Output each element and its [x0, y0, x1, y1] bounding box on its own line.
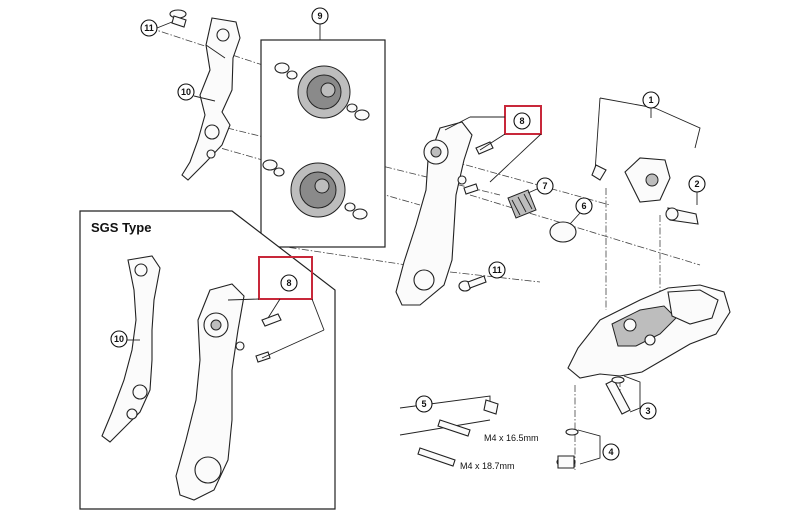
outer-plate-main: [395, 121, 473, 306]
derailleur-body: [567, 284, 731, 379]
bolt-11-top: [169, 9, 187, 28]
callout-1: 1: [642, 91, 660, 118]
svg-text:4: 4: [608, 447, 613, 457]
svg-text:2: 2: [694, 179, 699, 189]
callout-10-sgs: 10: [110, 330, 140, 348]
svg-text:1: 1: [648, 95, 653, 105]
bolt-11-mid: [458, 275, 487, 292]
sgs-type-title: SGS Type: [91, 220, 151, 235]
dimension-bolt-short: M4 x 16.5mm: [484, 433, 539, 443]
callout-11-top: 11: [140, 19, 173, 37]
callout-5: 5: [415, 395, 433, 413]
small-bolts-main: [463, 141, 494, 195]
svg-text:6: 6: [581, 201, 586, 211]
svg-text:7: 7: [542, 181, 547, 191]
small-bolts-sgs: [255, 313, 282, 363]
bolts-5: [399, 395, 499, 467]
svg-text:9: 9: [317, 11, 322, 21]
bracket-axle-group: [591, 97, 701, 225]
svg-text:10: 10: [114, 334, 124, 344]
svg-text:3: 3: [645, 406, 650, 416]
inner-plate-main: [181, 17, 241, 181]
callout-11-mid: 11: [488, 261, 506, 279]
ring-6: [549, 221, 577, 243]
outer-plate-sgs: [175, 283, 245, 501]
lower-pulley: [290, 162, 346, 218]
pulley-set-group: 9: [260, 7, 386, 248]
callout-8-sgs: 8: [227, 256, 325, 359]
upper-pulley: [297, 65, 351, 119]
callout-8-main: 8: [444, 105, 542, 183]
dimension-bolt-long: M4 x 18.7mm: [460, 461, 515, 471]
svg-text:8: 8: [519, 116, 524, 126]
callout-7: 7: [527, 177, 554, 195]
callout-10-main: 10: [177, 83, 216, 102]
svg-text:10: 10: [181, 87, 191, 97]
callout-4: 4: [577, 429, 620, 465]
svg-text:11: 11: [144, 23, 154, 33]
svg-text:5: 5: [421, 399, 426, 409]
screw-4: [556, 428, 579, 469]
callout-6: 6: [569, 197, 593, 225]
callout-2: 2: [688, 175, 706, 205]
screw-3: [605, 376, 631, 415]
callout-9: 9: [311, 7, 329, 40]
svg-text:8: 8: [286, 278, 291, 288]
svg-text:11: 11: [492, 265, 502, 275]
sgs-type-panel: SGS Type 10 8: [79, 210, 336, 510]
spring-7: [507, 189, 537, 219]
callout-3: 3: [623, 375, 657, 420]
